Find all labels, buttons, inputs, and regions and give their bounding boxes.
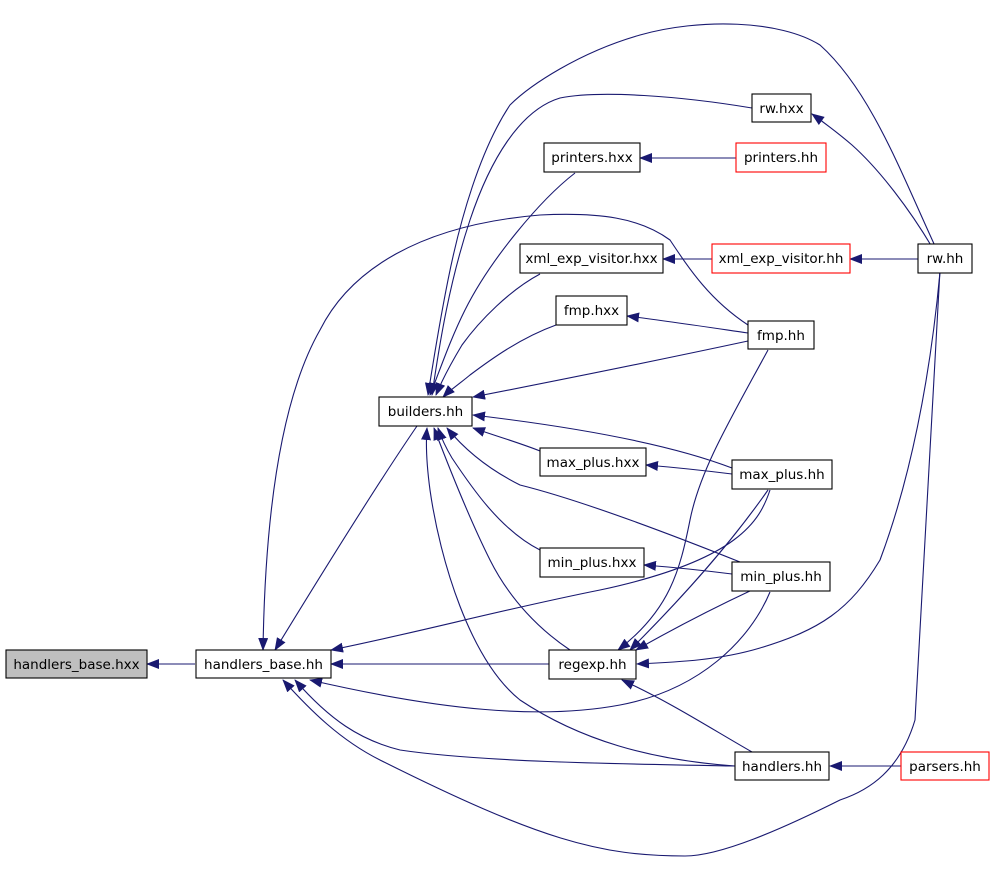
node-label: max_plus.hh bbox=[739, 467, 824, 483]
node-xml-exp-visitor-hh[interactable]: xml_exp_visitor.hh bbox=[711, 243, 851, 274]
node-xml-exp-visitor-hxx[interactable]: xml_exp_visitor.hxx bbox=[519, 243, 664, 274]
edge-rw_hxx-to-builders_hh bbox=[428, 93, 753, 396]
edge-fmp_hh-to-handlers_base_hh bbox=[258, 213, 749, 651]
node-label: printers.hh bbox=[744, 150, 818, 166]
node-label: handlers.hh bbox=[742, 759, 822, 775]
node-handlers-base-hxx[interactable]: handlers_base.hxx bbox=[5, 649, 148, 679]
node-label: rw.hxx bbox=[759, 101, 803, 117]
edge-layer bbox=[146, 23, 941, 857]
node-label: parsers.hh bbox=[909, 759, 981, 775]
node-label: max_plus.hxx bbox=[547, 455, 640, 471]
node-min-plus-hh[interactable]: min_plus.hh bbox=[731, 561, 831, 592]
edge-rw_hh-to-handlers_base_hh bbox=[282, 269, 941, 857]
edge-min_plus_hh-to-handlers_base_hh bbox=[309, 591, 771, 713]
node-layer: handlers_base.hxx handlers_base.hh build… bbox=[5, 93, 990, 781]
node-box bbox=[539, 447, 647, 477]
edge-min_plus_hxx-to-builders_hh bbox=[437, 427, 541, 551]
node-box bbox=[543, 142, 641, 173]
node-box bbox=[519, 243, 664, 274]
node-fmp-hh[interactable]: fmp.hh bbox=[747, 320, 815, 350]
edge-builders_hh-to-handlers_base_hh bbox=[274, 425, 418, 651]
node-max-plus-hh[interactable]: max_plus.hh bbox=[731, 459, 833, 490]
node-printers-hxx[interactable]: printers.hxx bbox=[543, 142, 641, 173]
node-box bbox=[917, 243, 973, 274]
edge-fmp_hh-to-builders_hh bbox=[472, 340, 749, 400]
edge-max_plus_hh-to-handlers_base_hh bbox=[330, 489, 771, 653]
edge-handlers_hh-to-builders_hh bbox=[421, 427, 736, 767]
node-regexp-hh[interactable]: regexp.hh bbox=[548, 649, 637, 680]
node-fmp-hxx[interactable]: fmp.hxx bbox=[555, 295, 628, 326]
node-box bbox=[5, 649, 148, 679]
node-printers-hh[interactable]: printers.hh bbox=[735, 142, 827, 173]
node-box bbox=[734, 751, 830, 781]
node-box bbox=[195, 649, 332, 679]
node-label: rw.hh bbox=[927, 251, 964, 267]
node-rw-hh[interactable]: rw.hh bbox=[917, 243, 973, 274]
node-label: min_plus.hxx bbox=[548, 555, 637, 571]
edge-rw_hh-to-rw_hxx bbox=[811, 113, 933, 248]
node-label: xml_exp_visitor.hh bbox=[719, 251, 844, 267]
edge-rw_hh-to-builders_hh bbox=[424, 23, 936, 396]
node-box bbox=[751, 93, 812, 123]
node-label: regexp.hh bbox=[558, 657, 626, 673]
node-label: xml_exp_visitor.hxx bbox=[525, 251, 657, 267]
edge-max_plus_hh-to-builders_hh bbox=[472, 411, 733, 469]
node-handlers-base-hh[interactable]: handlers_base.hh bbox=[195, 649, 332, 679]
edge-max_plus_hh-to-regexp_hh bbox=[629, 489, 769, 651]
node-box bbox=[731, 561, 831, 592]
node-builders-hh[interactable]: builders.hh bbox=[378, 396, 473, 427]
node-box bbox=[555, 295, 628, 326]
node-label: handlers_base.hxx bbox=[13, 657, 139, 673]
node-box bbox=[747, 320, 815, 350]
node-min-plus-hxx[interactable]: min_plus.hxx bbox=[539, 547, 645, 578]
edge-printers_hxx-to-builders_hh bbox=[429, 172, 576, 396]
edge-min_plus_hh-to-min_plus_hxx bbox=[643, 560, 733, 575]
edge-max_plus_hxx-to-builders_hh bbox=[472, 427, 541, 452]
edge-fmp_hxx-to-builders_hh bbox=[442, 324, 557, 398]
node-label: handlers_base.hh bbox=[204, 657, 323, 673]
edge-fmp_hh-to-fmp_hxx bbox=[626, 312, 749, 334]
node-box bbox=[539, 547, 645, 578]
node-label: min_plus.hh bbox=[740, 569, 822, 585]
node-box bbox=[711, 243, 851, 274]
node-handlers-hh[interactable]: handlers.hh bbox=[734, 751, 830, 781]
node-parsers-hh[interactable]: parsers.hh bbox=[900, 751, 990, 781]
node-box bbox=[378, 396, 473, 427]
node-box bbox=[548, 649, 637, 680]
edge-max_plus_hh-to-max_plus_hxx bbox=[645, 461, 733, 475]
node-box bbox=[735, 142, 827, 173]
edge-regexp_hh-to-builders_hh bbox=[433, 427, 571, 651]
node-label: fmp.hxx bbox=[564, 303, 619, 319]
edge-xml_exp_visitor_hxx-to-builders_hh bbox=[435, 273, 541, 396]
edge-min_plus_hh-to-regexp_hh bbox=[635, 589, 753, 651]
node-box bbox=[900, 751, 990, 781]
edge-min_plus_hh-to-builders_hh bbox=[446, 427, 741, 563]
node-rw-hxx[interactable]: rw.hxx bbox=[751, 93, 812, 123]
node-max-plus-hxx[interactable]: max_plus.hxx bbox=[539, 447, 647, 477]
edge-rw_hh-to-regexp_hh bbox=[636, 271, 941, 669]
node-label: fmp.hh bbox=[757, 328, 805, 344]
edge-handlers_hh-to-regexp_hh bbox=[621, 679, 753, 753]
node-label: printers.hxx bbox=[551, 150, 632, 166]
edge-handlers_hh-to-handlers_base_hh bbox=[294, 679, 736, 767]
node-label: builders.hh bbox=[388, 404, 464, 420]
edge-fmp_hh-to-regexp_hh bbox=[617, 349, 769, 651]
node-box bbox=[731, 459, 833, 490]
